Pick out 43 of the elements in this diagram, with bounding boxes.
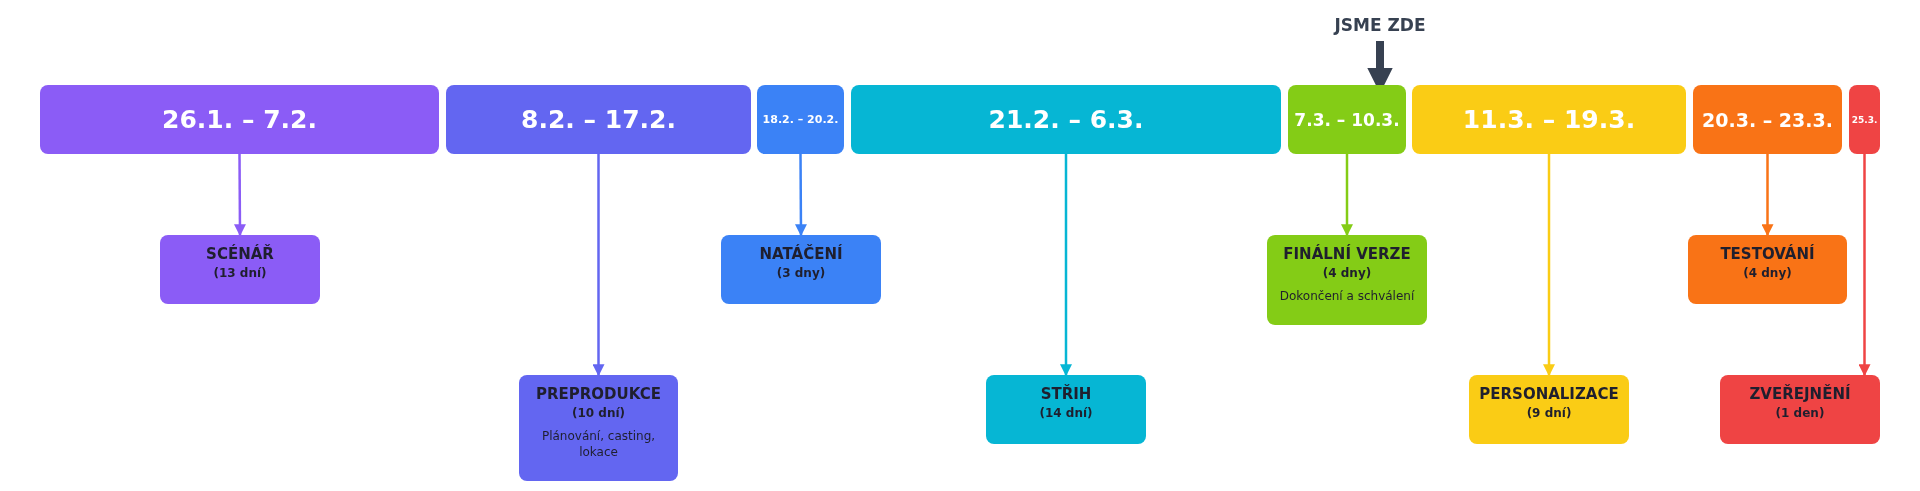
phase-box (1688, 235, 1847, 304)
phase-box (1720, 375, 1880, 444)
phase-title: ZVEŘEJNĚNÍ (1749, 385, 1851, 403)
date-bar: 18.2. – 20.2. (757, 85, 844, 154)
marker-label: JSME ZDE (1320, 12, 1440, 38)
date-bar: 7.3. – 10.3. (1288, 85, 1406, 154)
phase-title: TESTOVÁNÍ (1720, 245, 1815, 263)
arrow (794, 154, 807, 237)
duration-text: (4 dny) (1322, 266, 1372, 280)
arrow (1341, 154, 1353, 237)
date-bar: 8.2. – 17.2. (446, 85, 751, 154)
arrow (592, 154, 605, 377)
arrow (1060, 154, 1072, 377)
duration-text: (1 den) (1775, 406, 1825, 420)
date-bar: 11.3. – 19.3. (1412, 85, 1686, 154)
date-bar: 20.3. – 23.3. (1693, 85, 1842, 154)
phase-box (519, 375, 678, 481)
phase-box (721, 235, 881, 304)
arrow (233, 154, 246, 237)
date-bar: 25.3. (1849, 85, 1880, 154)
phase-box (1267, 235, 1427, 325)
arrow (1543, 154, 1555, 377)
duration-text: (10 dní) (571, 406, 626, 420)
phase-title: SCÉNÁŘ (206, 245, 274, 263)
phase-title: PREPRODUKCE (536, 385, 661, 403)
date-bar: 26.1. – 7.2. (40, 85, 439, 154)
phase-box (986, 375, 1146, 444)
phase-title: STŘIH (1040, 385, 1092, 403)
phase-title: NATÁČENÍ (759, 245, 843, 263)
duration-text: (9 dní) (1526, 406, 1572, 420)
date-bar: 21.2. – 6.3. (851, 85, 1281, 154)
phase-description: Dokončení a schválení (1278, 288, 1416, 305)
phase-description: Plánování, casting, lokace (540, 428, 657, 461)
duration-text: (13 dní) (213, 266, 267, 280)
duration-text: (3 dny) (776, 266, 826, 280)
phase-box (160, 235, 320, 304)
phase-title: FINÁLNÍ VERZE (1283, 245, 1411, 263)
duration-text: (14 dní) (1039, 406, 1093, 420)
phase-title: PERSONALIZACE (1479, 385, 1619, 403)
phase-box (1469, 375, 1629, 444)
arrow (1761, 154, 1774, 237)
duration-text: (4 dny) (1743, 266, 1792, 280)
arrow (1858, 154, 1871, 377)
